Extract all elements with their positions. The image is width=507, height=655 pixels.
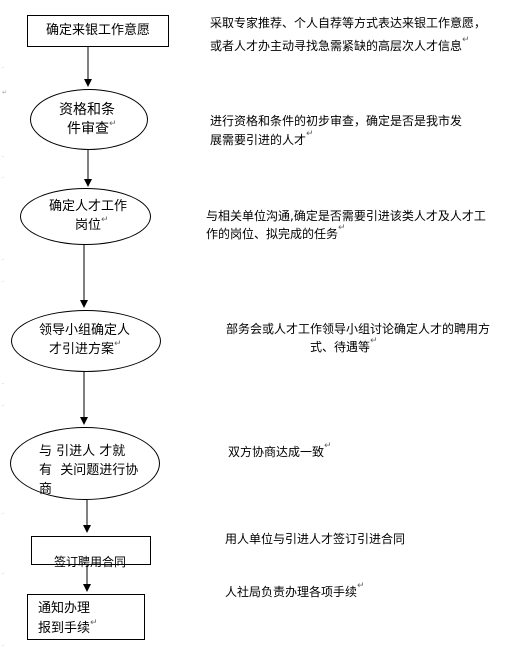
- return-mark: ↵: [114, 339, 122, 349]
- step-6-desc-line-1: 用人单位与引进人才签订引进合同: [225, 532, 406, 546]
- step-1-label: 确定来银工作意愿: [45, 23, 150, 38]
- step-3-line-1: 确定人才工作: [49, 199, 128, 214]
- step-4-text-2: 才引进方案: [49, 342, 115, 357]
- step-4-oval: 领导小组确定人 才引进方案↵: [11, 310, 161, 372]
- step-2-oval: 资格和条 件审查↵: [30, 89, 148, 150]
- step-1-desc-text-2: 或者人才办主动寻找急需紧缺的高层次人才信息: [210, 39, 463, 53]
- step-3-text-2: 岗位: [75, 218, 102, 233]
- return-mark: ↵: [306, 129, 314, 139]
- margin-mark: ·: [2, 403, 4, 410]
- margin-mark: ·: [2, 643, 4, 650]
- return-mark: ↵: [101, 215, 109, 225]
- step-2-line-2: 件审查↵: [59, 120, 147, 139]
- step-5-oval: 与 引进人 才就 有 关问题进行协 商: [10, 427, 160, 500]
- step-4-desc-line-1: 部务会或人才工作领导小组讨论确定人才的聘用方: [226, 322, 491, 336]
- step-2-desc-text-2: 展需要引进的人才: [210, 133, 307, 147]
- step-7-line-1: 通知办理: [38, 601, 91, 616]
- margin-mark: ·: [2, 381, 4, 388]
- margin-mark: ↵: [2, 89, 8, 96]
- step-5-line-2: 有 关问题进行协: [39, 463, 139, 478]
- step-4-desc-text-2: 式、待遇等: [310, 340, 371, 354]
- step-7-text-2: 报到手续: [38, 621, 91, 636]
- step-1-desc-line-1: 采取专家推荐、个人自荐等方式表达来银工作意愿，: [210, 16, 487, 30]
- step-1-desc-line-2: 或者人才办主动寻找急需紧缺的高层次人才信息↵: [210, 36, 470, 56]
- step-2-line-1: 资格和条: [59, 102, 115, 118]
- margin-mark: ·: [2, 65, 4, 72]
- return-mark: ↵: [324, 441, 332, 451]
- step-2-desc-line-2: 展需要引进的人才↵: [210, 130, 314, 150]
- step-6-label: 签订聘用合同: [54, 555, 127, 569]
- step-7-box: 通知办理 报到手续↵: [27, 594, 145, 640]
- step-3-desc-text-2: 作的岗位、拟完成的任务: [206, 227, 339, 241]
- step-7-line-2: 报到手续↵: [28, 619, 144, 639]
- step-4-line-2: 才引进方案↵: [39, 340, 160, 359]
- step-4-desc-line-2: 式、待遇等↵: [310, 337, 378, 357]
- step-5-desc-line-1: 双方协商达成一致↵: [228, 442, 332, 462]
- step-7-desc-text-1: 人社局负责办理各项手续: [225, 585, 358, 599]
- margin-mark: ·: [2, 279, 4, 286]
- margin-mark: ·: [2, 511, 4, 518]
- margin-mark: ·: [2, 571, 4, 578]
- step-2-desc-line-1: 进行资格和条件的初步审查，确定是否是我市发: [210, 114, 463, 128]
- step-5-line-3: 商: [39, 482, 53, 497]
- step-4-line-1: 领导小组确定人: [39, 323, 131, 338]
- step-5-desc-text-1: 双方协商达成一致: [228, 445, 325, 459]
- return-mark: ↵: [338, 223, 346, 233]
- step-3-desc-line-2: 作的岗位、拟完成的任务↵: [206, 224, 346, 244]
- return-mark: ↵: [109, 119, 117, 129]
- step-2-text-2: 件审查: [67, 121, 109, 137]
- return-mark: ↵: [357, 581, 365, 591]
- return-mark: ↵: [90, 618, 98, 628]
- step-5-line-1: 与 引进人 才就: [39, 444, 126, 459]
- step-3-desc-line-1: 与相关单位沟通,确定是否需要引进该类人才及人才工: [206, 209, 486, 223]
- margin-mark: ·: [2, 257, 4, 264]
- step-6-box: 签订聘用合同: [31, 536, 151, 569]
- step-3-line-2: 岗位↵: [49, 216, 150, 235]
- margin-mark: ·: [2, 154, 4, 161]
- step-1-box: 确定来银工作意愿: [27, 15, 169, 47]
- step-7-desc-line-1: 人社局负责办理各项手续↵: [225, 582, 365, 602]
- margin-mark: ·: [2, 175, 4, 182]
- step-3-oval: 确定人才工作 岗位↵: [20, 188, 151, 245]
- return-mark: ↵: [462, 35, 470, 45]
- return-mark: ↵: [370, 336, 378, 346]
